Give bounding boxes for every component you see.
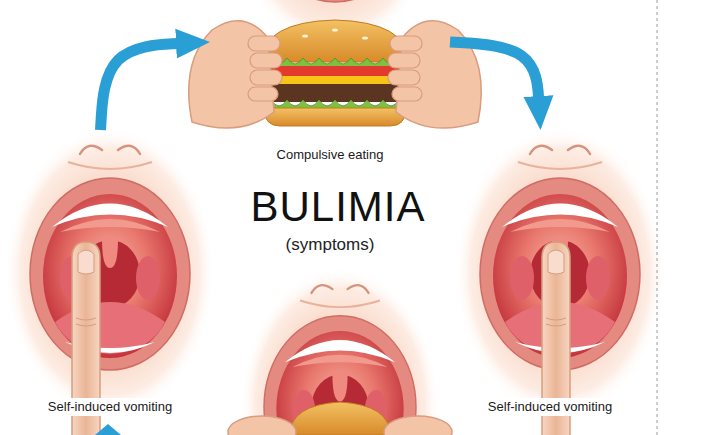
bottom-face-part	[290, 402, 390, 435]
bottom-face	[228, 267, 452, 435]
subtitle-label: (symptoms)	[286, 236, 375, 255]
right-face	[455, 127, 665, 435]
caption-stack: Compulsive eating	[273, 146, 388, 164]
panel-box: Self-induced vomiting	[15, 130, 205, 420]
hamburger-part	[362, 36, 368, 39]
hamburger-part	[262, 66, 408, 76]
panel-box: Compulsive eating	[210, 0, 450, 168]
hamburger-part	[302, 34, 308, 37]
cycle-arrow	[450, 42, 539, 106]
hands-part	[388, 21, 481, 128]
cut-line	[657, 0, 658, 435]
caption-stack: Self-induced vomiting	[484, 398, 616, 416]
panel-box: Self-induced vomiting	[455, 130, 645, 420]
hamburger-part	[262, 20, 408, 62]
bottom-face-part	[240, 267, 440, 435]
hamburger-part	[332, 28, 338, 31]
panel-caption: Self-induced vomiting	[44, 398, 176, 416]
hamburger-part	[264, 108, 406, 126]
hands	[189, 21, 482, 128]
cycle-arrowhead	[95, 424, 121, 435]
bottom-face-part	[228, 416, 296, 435]
panel-caption: Self-induced vomiting	[484, 398, 616, 416]
left-face-part	[5, 127, 215, 417]
bottom-face-part	[384, 416, 452, 435]
left-face	[5, 127, 215, 435]
diagram-title: BULIMIA	[250, 186, 425, 228]
hands-part	[189, 21, 282, 128]
cycle-arrow	[101, 43, 187, 130]
caption-stack: Self-induced vomiting	[44, 398, 176, 416]
panel-caption: Compulsive eating	[273, 146, 388, 164]
